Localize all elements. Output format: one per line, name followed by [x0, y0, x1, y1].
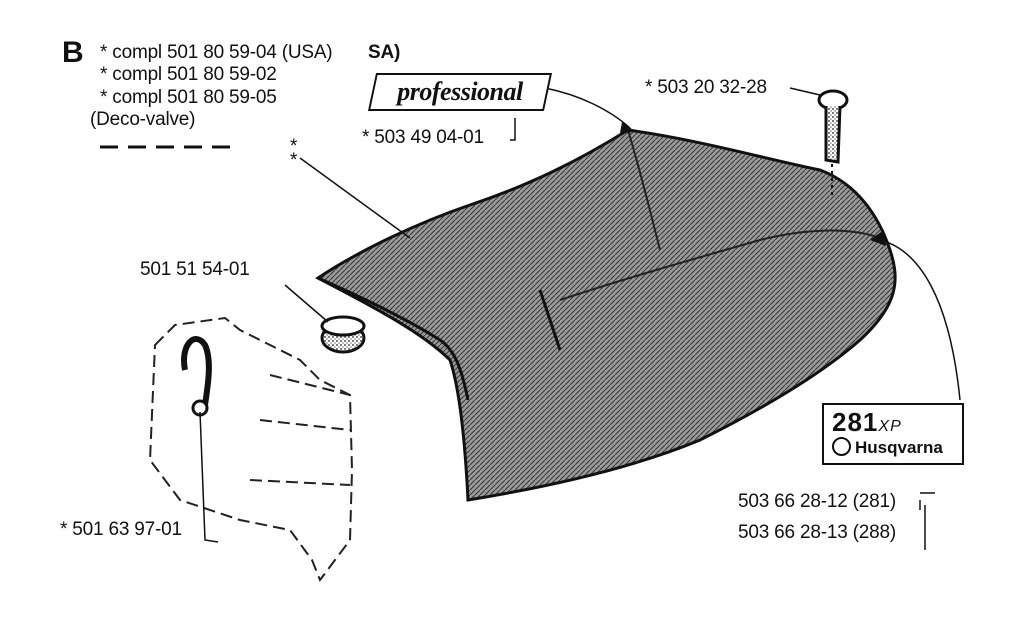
cover-asterisks: * *	[290, 136, 298, 171]
deco-valve-note: (Deco-valve)	[90, 109, 196, 130]
model-number: 281XP	[832, 407, 902, 438]
model-suffix: XP	[878, 418, 902, 435]
section-letter: B	[62, 36, 84, 69]
overprint-text: SA)	[368, 42, 401, 63]
cylinder-cover	[315, 128, 897, 502]
compl-part-1: * compl 501 80 59-04 (USA)	[100, 42, 333, 63]
husqvarna-logo-icon	[832, 437, 851, 456]
badge-part-number-288: 503 66 28-13 (288)	[738, 522, 897, 543]
bracket-body	[148, 316, 354, 583]
brand-label: Husqvarna	[832, 437, 943, 458]
leader-lines	[199, 87, 961, 550]
plug-cap	[320, 315, 366, 354]
compl-part-2: * compl 501 80 59-02	[100, 64, 277, 85]
screw	[817, 89, 849, 195]
professional-decal-text: professional	[397, 77, 523, 106]
handle-part-number: * 501 63 97-01	[60, 519, 182, 540]
handle-strap	[181, 336, 212, 417]
compl-part-3: * compl 501 80 59-05	[100, 87, 277, 108]
brand-text: Husqvarna	[855, 438, 943, 457]
arrow-head	[620, 122, 636, 133]
badge-part-number-281: 503 66 28-12 (281)	[738, 491, 897, 512]
decal-part-number: * 503 49 04-01	[362, 127, 484, 148]
model-badge: 281XP Husqvarna	[822, 403, 964, 465]
model-number-text: 281	[832, 407, 879, 437]
arrow-head	[870, 230, 886, 246]
professional-decal: professional	[367, 73, 553, 111]
plug-part-number: 501 51 54-01	[140, 259, 250, 280]
screw-part-number: * 503 20 32-28	[645, 77, 767, 98]
